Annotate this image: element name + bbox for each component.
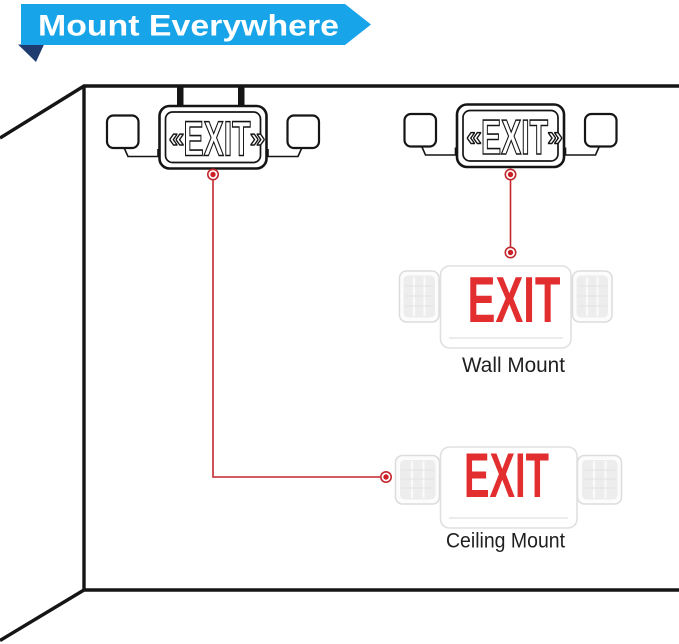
connector-ring-end <box>379 470 392 483</box>
lamp-bracket-right <box>267 147 303 158</box>
connector-dot-end <box>507 249 514 256</box>
lamp-lens-facets <box>583 469 616 489</box>
connector-dot-end <box>383 474 389 480</box>
lamp-head-left <box>403 112 438 148</box>
connector-ring-start <box>207 168 220 181</box>
ceiling-mount-render: EXIT Ceiling Mount <box>394 441 623 553</box>
sign-body-outer <box>158 104 268 170</box>
lamp-bracket-right <box>564 145 601 156</box>
lamp-head-right <box>583 112 618 148</box>
exit-sign-text: EXIT <box>468 263 561 336</box>
room-outline <box>0 84 679 642</box>
exit-outline-text: EXIT <box>184 113 251 167</box>
lamp-lens-texture <box>592 461 607 498</box>
connector-ring-start <box>504 168 517 181</box>
mount-post-left <box>177 87 184 108</box>
floor-and-left-wall-line <box>0 588 679 642</box>
banner-title: Mount Everywhere <box>38 10 339 43</box>
sign-face-inner <box>164 111 262 164</box>
lamp-lens-facets <box>401 469 434 489</box>
sign-body <box>439 265 572 349</box>
left-chevron-icon: « <box>169 122 185 153</box>
connector-line <box>212 180 380 478</box>
wall-mount-label: Wall Mount <box>462 354 565 377</box>
lamp-lens-right <box>576 275 608 318</box>
right-chevron-icon: » <box>250 122 266 153</box>
sign-body-outer <box>455 103 566 169</box>
exit-outline-text: EXIT <box>481 111 548 165</box>
ceiling-mount-label: Ceiling Mount <box>446 530 565 553</box>
lamp-lens-left <box>400 460 436 500</box>
lamp-lens-texture <box>412 277 426 316</box>
lamp-lens-left <box>403 275 435 318</box>
lamp-bracket-left <box>420 145 457 156</box>
ceiling-and-left-wall-line <box>0 84 679 140</box>
mount-post-right <box>238 87 245 108</box>
connector-dot-start <box>507 171 514 178</box>
lamp-head-right <box>286 114 321 150</box>
ceiling-connector <box>207 168 392 483</box>
lamp-lens-texture <box>585 277 599 316</box>
lamp-lens-right <box>582 460 618 500</box>
lamp-head-left <box>105 114 140 150</box>
lamp-lens-facets <box>578 285 607 307</box>
ceiling-sign-drawing: « EXIT » <box>105 87 321 170</box>
right-chevron-icon: » <box>547 121 563 152</box>
lamp-bracket-left <box>123 147 159 158</box>
lamp-lens-texture <box>410 461 425 498</box>
title-banner: Mount Everywhere <box>18 4 371 62</box>
wall-mount-render: EXIT Wall Mount <box>398 263 613 377</box>
connector-ring-end <box>504 246 517 259</box>
exit-sign-text: EXIT <box>464 441 549 511</box>
left-chevron-icon: « <box>466 121 482 152</box>
lamp-lens-facets <box>405 285 434 307</box>
banner-ribbon <box>21 4 371 45</box>
banner-fold <box>18 44 44 62</box>
wall-sign-drawing: « EXIT » <box>403 103 618 169</box>
wall-connector <box>504 168 517 259</box>
sign-face-inner <box>462 109 559 162</box>
connector-dot-start <box>210 171 216 178</box>
sign-body <box>439 446 578 529</box>
